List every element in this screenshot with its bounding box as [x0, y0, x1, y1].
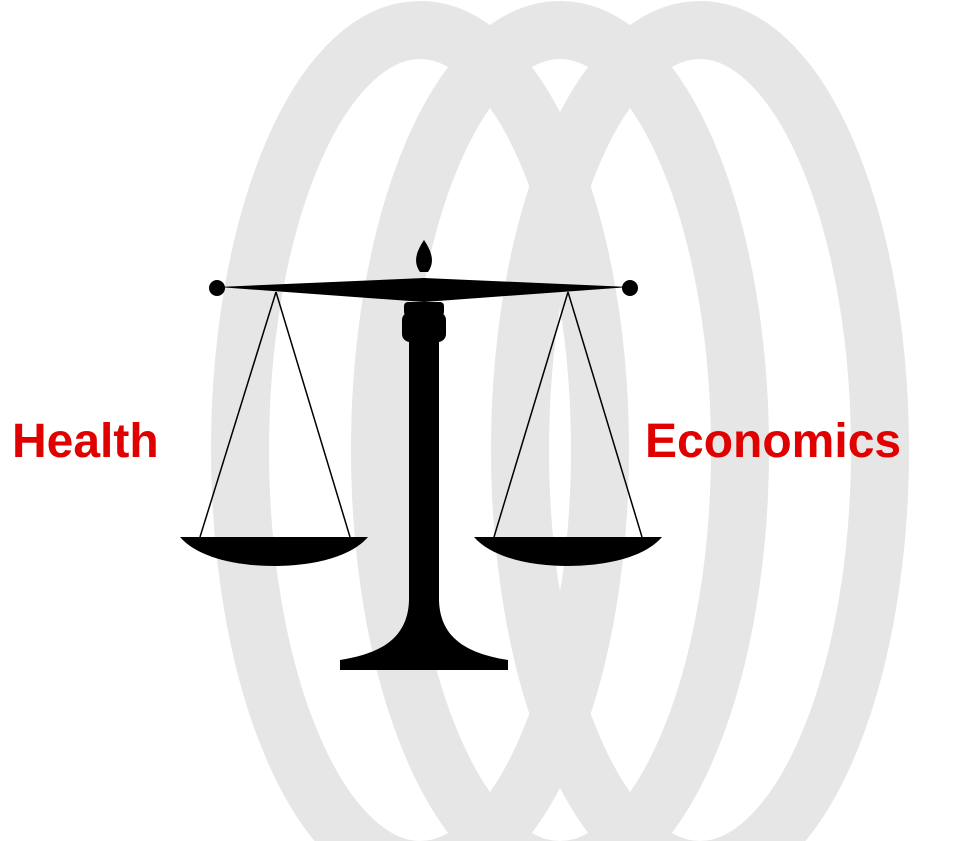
beam-end-right [622, 280, 638, 296]
left-string-outer [199, 291, 277, 538]
scale-beam [218, 278, 630, 302]
right-string-outer [567, 291, 643, 538]
right-string-inner [493, 291, 569, 538]
right-pan [474, 537, 662, 566]
watermark-ring-middle [351, 1, 769, 841]
scale-pillar [340, 340, 508, 670]
economics-label: Economics [645, 415, 902, 468]
beam-end-left [209, 280, 225, 296]
left-string-inner [275, 291, 351, 538]
left-pan [180, 537, 368, 566]
scale-collar [402, 312, 446, 342]
scale-finial [416, 240, 432, 272]
health-label: Health [12, 415, 159, 468]
watermark-ring-left [211, 1, 629, 841]
